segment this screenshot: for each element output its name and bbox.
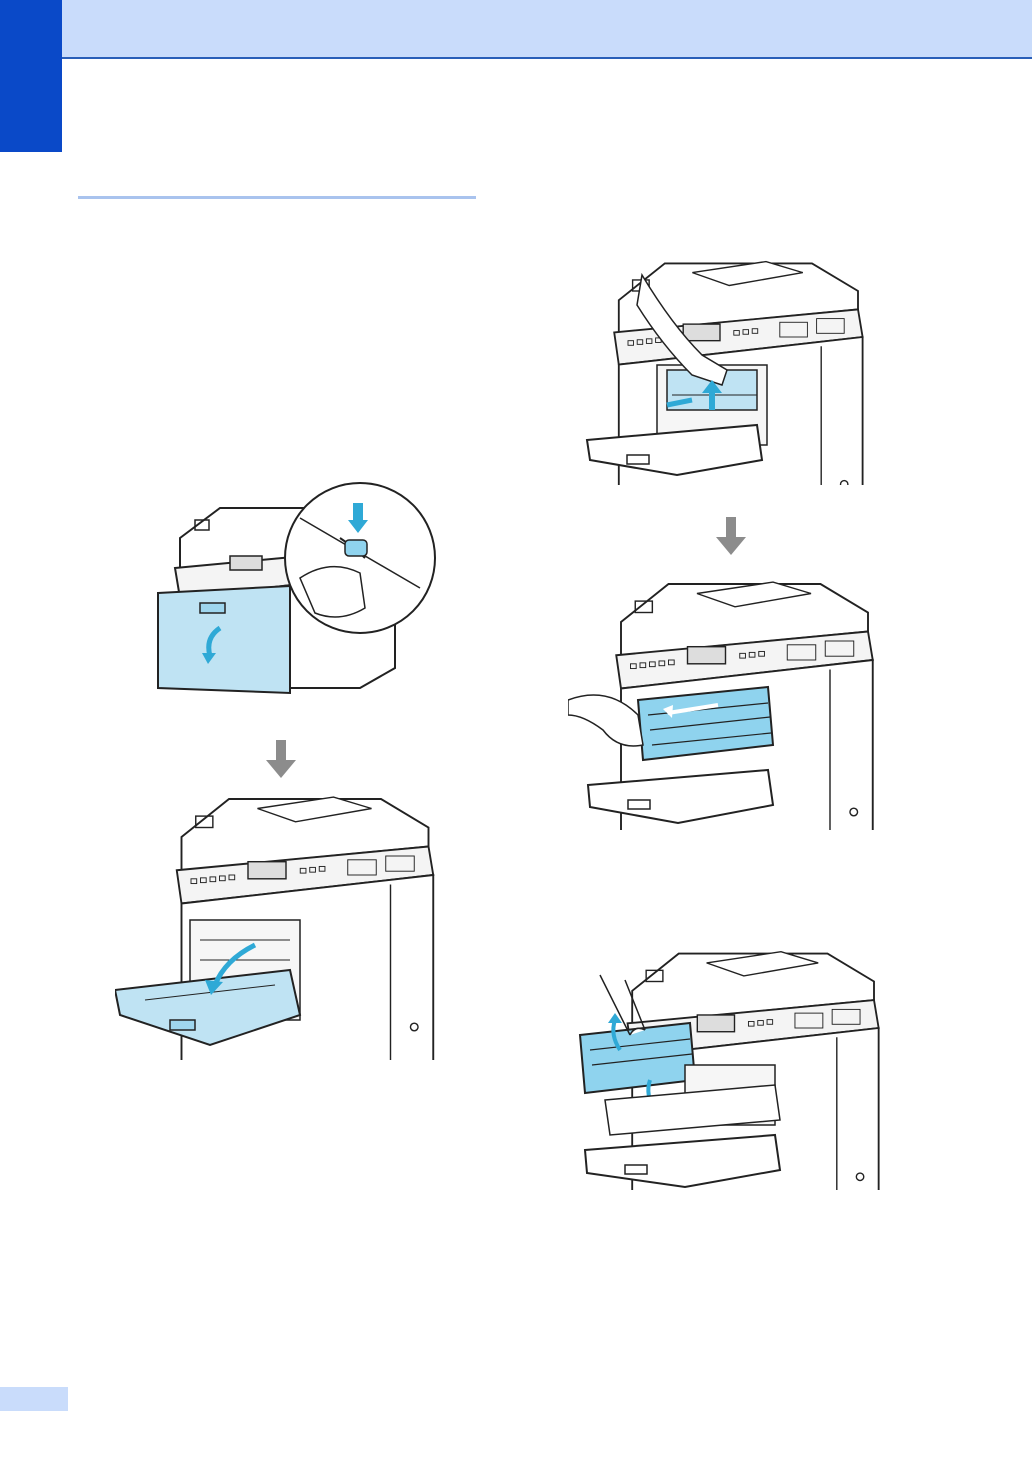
printer-drum-remove-icon (575, 935, 895, 1190)
section-rule (78, 196, 476, 199)
printer-press-release-icon (150, 478, 450, 728)
printer-drum-unit-icon (568, 565, 898, 830)
step-arrow-down-icon (266, 740, 296, 785)
step-arrow-down-icon (716, 517, 746, 562)
chapter-side-tab (0, 0, 62, 152)
printer-front-cover-open-icon (115, 790, 435, 1060)
printer-belt-unit-icon (582, 245, 892, 485)
page-number-tab (0, 1387, 68, 1411)
page-header-band (62, 0, 1032, 59)
